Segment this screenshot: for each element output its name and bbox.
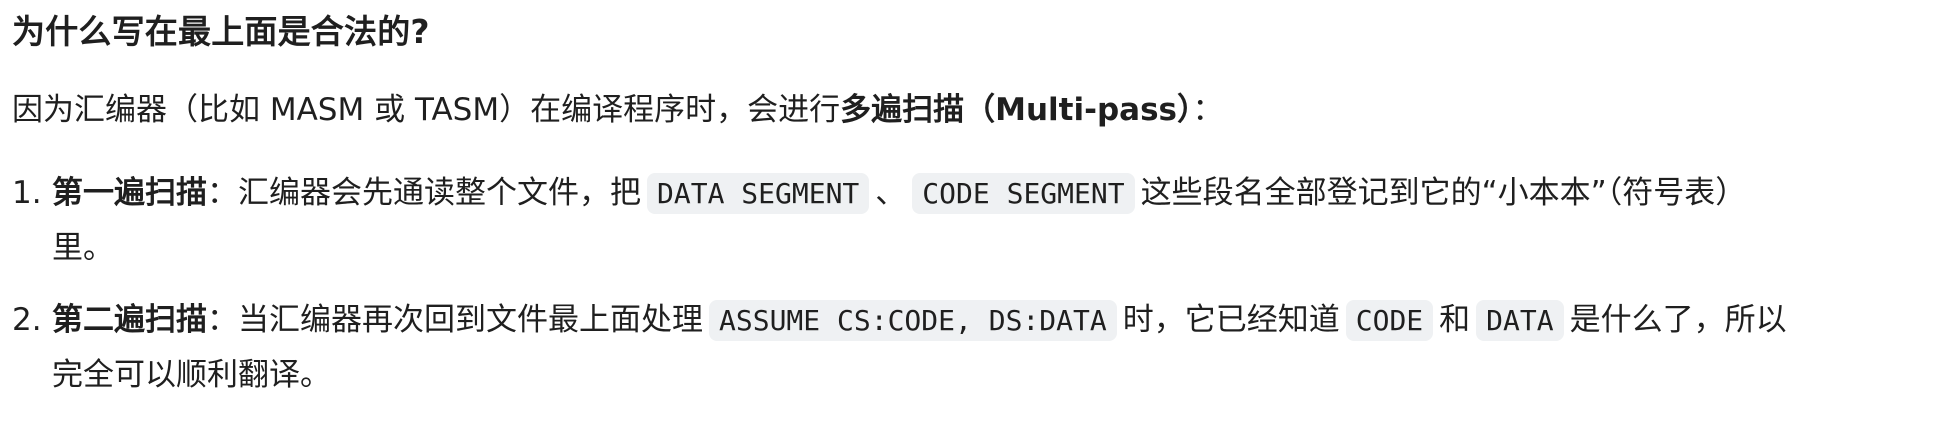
list-item-text: 是什么了，所以完全可以顺利翻译。 (52, 302, 1787, 393)
list-item-text: 汇编器会先通读整个文件，把 (238, 175, 641, 211)
intro-text: 因为汇编器（比如 MASM 或 TASM）在编译程序时，会进行 (12, 92, 841, 128)
inline-code: DATA (1476, 300, 1564, 341)
intro-suffix: ： (1192, 92, 1224, 128)
inline-code: ASSUME CS:CODE, DS:DATA (709, 300, 1117, 341)
inline-code: DATA SEGMENT (647, 173, 870, 214)
inline-code: CODE (1345, 300, 1434, 341)
inline-code: CODE SEGMENT (912, 173, 1135, 214)
list-item-separator: ： (207, 175, 238, 211)
intro-paragraph: 因为汇编器（比如 MASM 或 TASM）在编译程序时，会进行多遍扫描（Mult… (12, 88, 1956, 132)
list-item-text: 这些段名全部登记到它的“小本本”（符号表）里。 (52, 175, 1747, 266)
list-item-text: 和 (1439, 302, 1471, 338)
list-number: 2. (12, 302, 42, 338)
list-number: 1. (12, 175, 42, 211)
list-item-text: 当汇编器再次回到文件最上面处理 (238, 302, 703, 338)
list-item-text: 、 (875, 175, 907, 211)
section-heading: 为什么写在最上面是合法的? (12, 12, 430, 51)
list-item-separator: ： (207, 302, 238, 338)
intro-bold-term: 多遍扫描（Multi-pass） (840, 92, 1193, 128)
list-item-title: 第一遍扫描 (52, 175, 207, 211)
list-item-title: 第二遍扫描 (52, 302, 207, 338)
list-item-text: 时，它已经知道 (1122, 302, 1340, 338)
